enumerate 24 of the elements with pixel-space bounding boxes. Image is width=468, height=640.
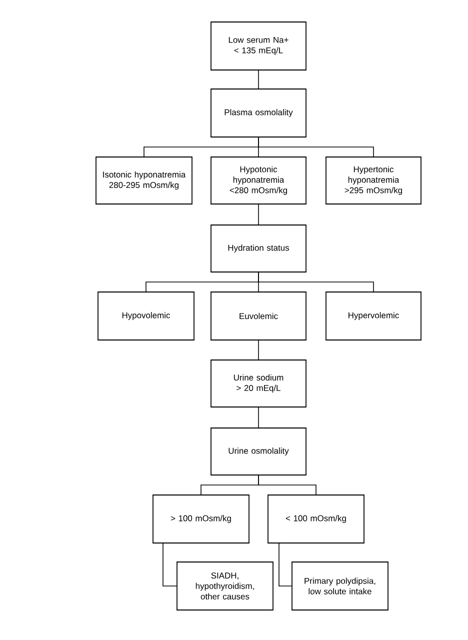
- connector-line: [258, 407, 259, 428]
- process-box: Hypervolemic: [326, 292, 422, 340]
- connector-line: [258, 204, 259, 225]
- connector-line: [258, 137, 374, 157]
- process-box: Urine osmolality: [210, 428, 306, 476]
- process-box: Plasma osmolality: [210, 88, 306, 138]
- process-box: Primary polydipsia, low solute intake: [292, 562, 388, 610]
- connector-line: [258, 340, 259, 360]
- process-box: Hydration status: [210, 224, 306, 272]
- connector-line: [162, 543, 177, 586]
- process-box: < 100 mOsm/kg: [268, 494, 364, 544]
- connector-line: [258, 272, 374, 292]
- connector-line: [278, 543, 292, 586]
- process-box: Hypertonic hyponatremia >295 mOsm/kg: [326, 156, 422, 204]
- process-box: Hypotonic hyponatremia <280 mOsm/kg: [210, 156, 306, 204]
- connector-line: [258, 70, 259, 89]
- process-box: Euvolemic: [210, 292, 306, 340]
- connector-line: [258, 475, 316, 495]
- process-box: Hypovolemic: [98, 292, 194, 340]
- process-box: Isotonic hyponatremia 280-295 mOsm/kg: [96, 156, 192, 204]
- process-box: SIADH, hypothyroidism, other causes: [176, 562, 274, 610]
- process-box: Urine sodium > 20 mEq/L: [210, 360, 306, 408]
- process-box: Low serum Na+ < 135 mEq/L: [210, 22, 306, 70]
- process-box: > 100 mOsm/kg: [152, 494, 250, 544]
